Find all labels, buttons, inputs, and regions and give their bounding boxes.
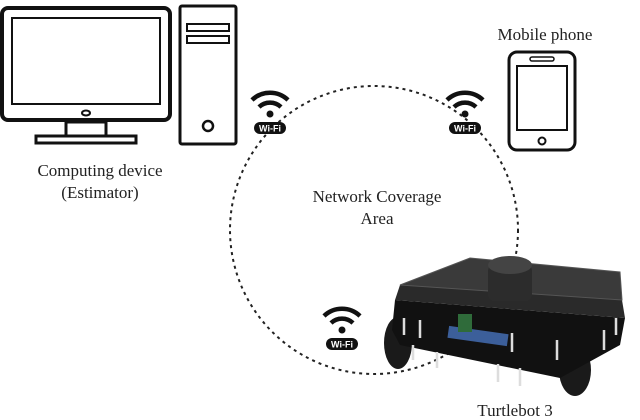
computer-tower-icon <box>178 4 238 146</box>
network-coverage-circle <box>229 85 519 375</box>
coverage-line2: Area <box>360 209 394 228</box>
wifi-icon: Wi-Fi <box>322 306 362 350</box>
mobile-phone-icon <box>507 50 577 152</box>
wifi-icon: Wi-Fi <box>250 90 290 134</box>
robot-image <box>384 256 625 396</box>
mobile-phone-label: Mobile phone <box>497 25 593 44</box>
coverage-line1: Network Coverage <box>312 187 442 206</box>
computing-device-line2: (Estimator) <box>61 183 139 202</box>
wifi-badge-text: Wi-Fi <box>331 340 353 350</box>
network-coverage-label: Network Coverage Area <box>277 186 477 230</box>
computing-device-line1: Computing device <box>37 161 163 180</box>
computing-device-label: Computing device (Estimator) <box>0 160 200 204</box>
wifi-badge-text: Wi-Fi <box>454 124 476 134</box>
turtlebot-label: Turtlebot 3 <box>477 401 553 420</box>
monitor-icon <box>0 6 172 145</box>
wifi-icon: Wi-Fi <box>445 90 485 134</box>
wifi-badge-text: Wi-Fi <box>259 124 281 134</box>
